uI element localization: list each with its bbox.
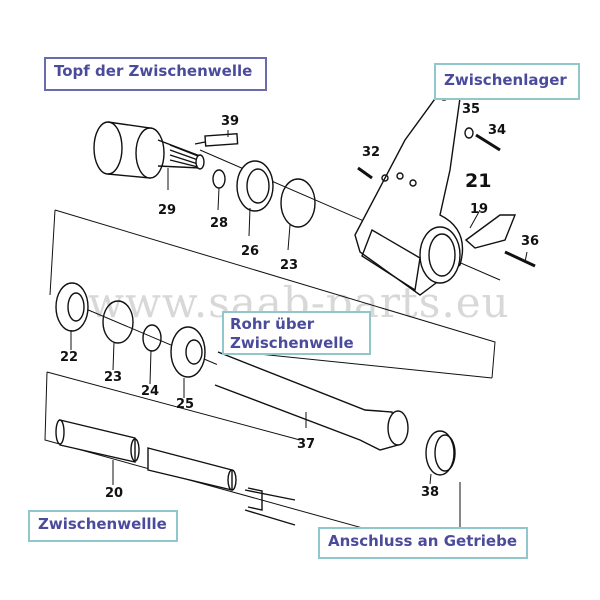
bolt-34 [475, 133, 501, 152]
cup-part-29 [93, 121, 205, 179]
ring-24 [142, 324, 162, 352]
part-number-28: 28 [210, 216, 229, 231]
label-zwischenwelle: Zwischenwellle [28, 510, 178, 542]
bearing-22 [55, 282, 89, 332]
leader-lines [70, 130, 528, 485]
group-frame-upper-bottom [239, 351, 493, 379]
seal-26 [236, 160, 274, 212]
label-rohr-ueber-zwischenwelle: Rohr über Zwischenwelle [222, 311, 371, 355]
sleeve-38 [425, 430, 456, 476]
circlip-23a [280, 178, 316, 228]
part-number-38: 38 [421, 485, 440, 500]
part-number-36: 36 [521, 234, 540, 249]
part-number-25: 25 [176, 397, 195, 412]
label-topf-der-zwischenwelle: Topf der Zwischenwelle [44, 57, 267, 91]
part-number-23b: 23 [104, 370, 123, 385]
part-number-34: 34 [488, 123, 507, 138]
part-number-35: 35 [462, 102, 481, 117]
tube-37 [214, 351, 409, 451]
part-number-19: 19 [470, 202, 489, 217]
label-anschluss-an-getriebe: Anschluss an Getriebe [318, 527, 528, 559]
plate-19 [464, 214, 517, 249]
part-number-37: 37 [297, 437, 316, 452]
washer-35 [464, 127, 474, 139]
part-number-20: 20 [105, 486, 124, 501]
part-number-23a: 23 [280, 258, 299, 273]
shaft-20 [55, 419, 296, 526]
label-zwischenlager: Zwischenlager [434, 63, 580, 100]
label-rohr-line1: Rohr über [230, 315, 315, 333]
part-number-24: 24 [141, 384, 160, 399]
part-number-32: 32 [362, 145, 381, 160]
label-rohr-line2: Zwischenwelle [230, 334, 354, 352]
group-frame-upper [49, 209, 496, 379]
bolt-36 [504, 250, 536, 268]
part-number-21: 21 [465, 170, 492, 192]
group-frame-lower [44, 371, 461, 556]
grease-tube-39 [194, 133, 239, 147]
part-number-29: 29 [158, 203, 177, 218]
pin-32 [357, 166, 373, 180]
circlip-23b [102, 300, 134, 344]
ring-28 [212, 169, 226, 189]
seal-25 [170, 326, 206, 378]
part-number-39: 39 [221, 114, 240, 129]
bearing-bracket-21 [354, 91, 464, 296]
part-number-26: 26 [241, 244, 260, 259]
part-number-22: 22 [60, 350, 79, 365]
